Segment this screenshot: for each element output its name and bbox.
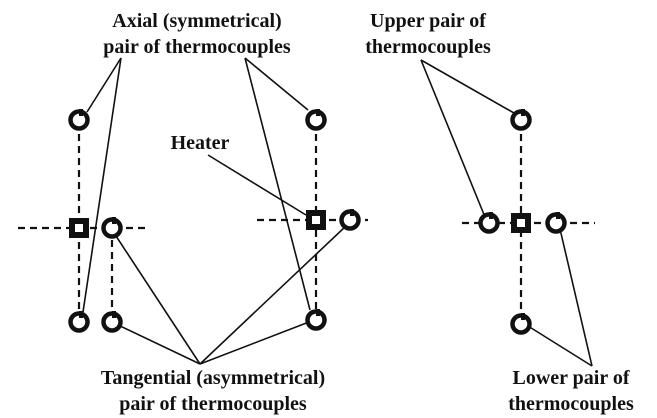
leader-lines	[82, 57, 593, 367]
thermocouple-left-tangential-right	[101, 217, 123, 239]
tangential-label-line1: Tangential (asymmetrical)	[101, 367, 325, 389]
leader-axial-left-bottom	[82, 57, 122, 313]
heater-label: Heater	[171, 132, 230, 154]
thermocouple-middle-right	[339, 209, 361, 231]
leader-tangential-left-right	[115, 235, 201, 365]
thermocouple-middle-bottom	[305, 309, 327, 331]
axial-label-line1: Axial (symmetrical)	[112, 10, 281, 32]
upper-pair-label-line2: thermocouples	[365, 36, 491, 58]
thermocouple-left-top	[68, 109, 90, 131]
thermocouple-middle-top	[305, 109, 327, 131]
leader-heater	[207, 154, 307, 216]
leader-lower-bottom	[527, 325, 593, 367]
leader-tangential-middle-bottom	[199, 321, 310, 365]
leader-tangential-middle-right	[199, 225, 347, 365]
leader-upper-left	[420, 59, 486, 218]
lower-pair-label-line2: thermocouples	[508, 393, 634, 415]
lower-pair-label-line1: Lower pair of	[512, 367, 629, 389]
tangential-label-line2: pair of thermocouples	[119, 393, 307, 415]
thermocouple-left-tangential-bottom	[101, 311, 123, 333]
thermocouple-right-right	[545, 212, 567, 234]
heater-middle	[306, 210, 326, 230]
leader-axial-left-top	[86, 57, 122, 113]
heater-left	[69, 218, 89, 238]
thermocouple-left-bottom	[68, 311, 90, 333]
leader-upper-top	[420, 59, 515, 114]
heater-right	[511, 213, 531, 233]
leader-lower-right	[559, 228, 593, 367]
leader-axial-middle-bottom	[244, 57, 311, 311]
leader-axial-middle-top	[244, 57, 309, 111]
thermocouple-right-bottom	[510, 313, 532, 335]
leader-tangential-left-bottom	[115, 323, 201, 365]
thermocouple-right-left	[478, 212, 500, 234]
thermocouple-right-top	[510, 109, 532, 131]
upper-pair-label-line1: Upper pair of	[370, 10, 486, 32]
axial-label-line2: pair of thermocouples	[103, 36, 291, 58]
